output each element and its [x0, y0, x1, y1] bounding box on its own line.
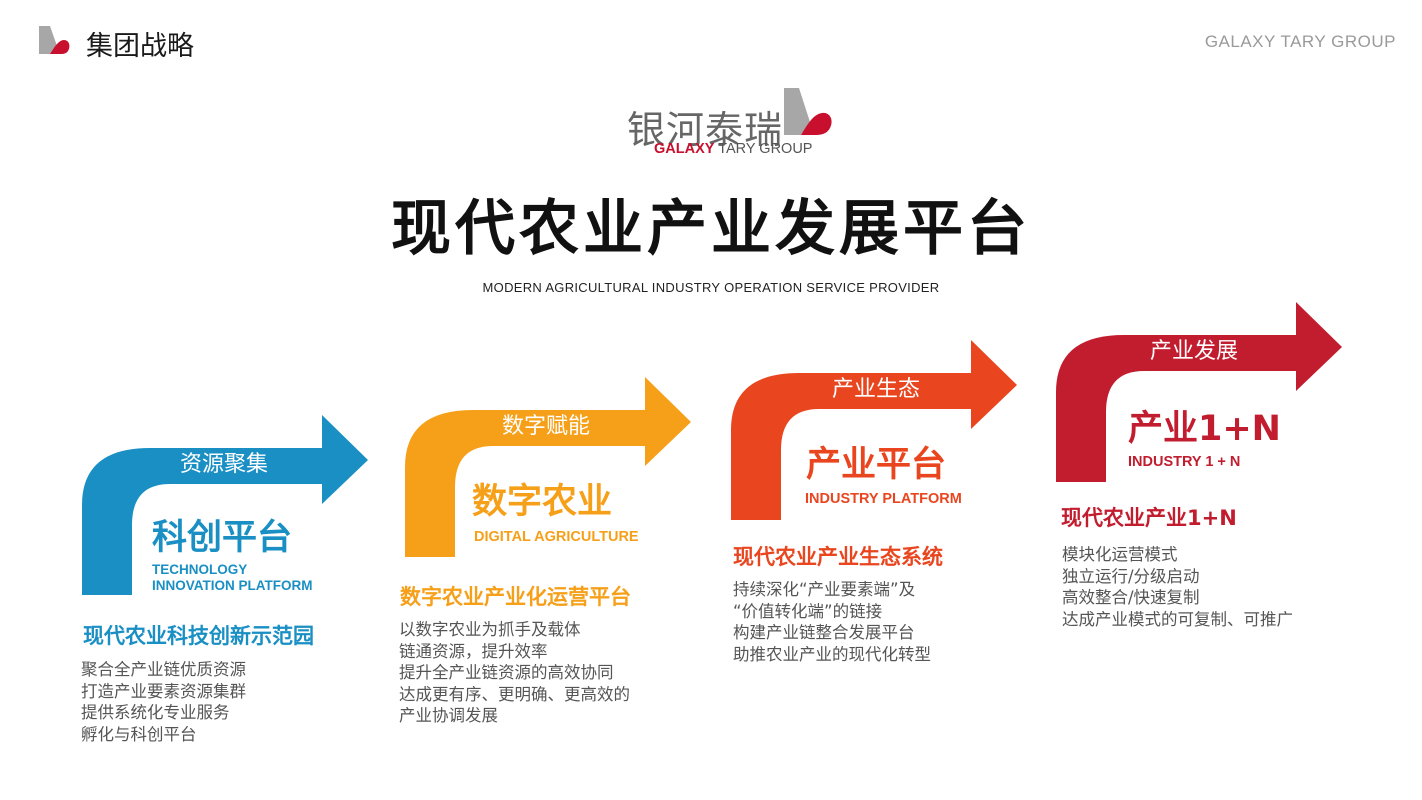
desc-tech: 聚合全产业链优质资源 打造产业要素资源集群 提供系统化专业服务 孵化与科创平台 — [81, 659, 246, 745]
platform-en-line: INDUSTRY PLATFORM — [805, 491, 962, 507]
desc-line: 独立运行/分级启动 — [1062, 566, 1200, 586]
platform-title-1n: 产业1+N — [1128, 409, 1281, 449]
desc-ecosystem: 持续深化“产业要素端”及 “价值转化端”的链接 构建产业链整合发展平台 助推农业… — [733, 579, 931, 665]
desc-line: 提升全产业链资源的高效协同 — [399, 663, 614, 682]
platform-en-line: INNOVATION PLATFORM — [152, 578, 313, 593]
desc-line: 孵化与科创平台 — [81, 724, 197, 744]
desc-line: 达成产业模式的可复制、可推广 — [1062, 609, 1293, 629]
platform-title-tech: 科创平台 — [152, 518, 293, 558]
logo-english-rest: TARY GROUP — [714, 141, 813, 157]
heading-1n: 现代农业产业1+N — [1061, 506, 1237, 530]
logo-english-highlight: GALAXY — [654, 141, 715, 157]
arrow-label-development: 产业发展 — [1150, 339, 1239, 364]
platform-en-line: TECHNOLOGY — [152, 562, 248, 577]
desc-1n: 模块化运营模式 独立运行/分级启动 高效整合/快速复制 达成产业模式的可复制、可… — [1062, 544, 1293, 630]
page-title: 现代农业产业发展平台 — [391, 194, 1031, 264]
header-title: 集团战略 — [86, 31, 194, 62]
arrow-resource-gathering — [82, 415, 368, 595]
platform-en-1n: INDUSTRY 1 + N — [1128, 454, 1240, 470]
heading-digital-platform: 数字农业产业化运营平台 — [400, 585, 631, 609]
desc-line: 链通资源，提升效率 — [399, 641, 548, 661]
arrow-industry-ecology — [731, 340, 1017, 520]
desc-line: 聚合全产业链优质资源 — [81, 660, 246, 679]
arrow-label-digital: 数字赋能 — [502, 414, 591, 439]
desc-line: 模块化运营模式 — [1062, 545, 1178, 564]
heading-ecosystem: 现代农业产业生态系统 — [733, 545, 943, 569]
platform-en-line: INDUSTRY 1 + N — [1128, 454, 1241, 470]
desc-line: 提供系统化专业服务 — [81, 703, 230, 722]
heading-tech-park: 现代农业科技创新示范园 — [83, 624, 314, 648]
arrow-label-ecology: 产业生态 — [832, 377, 921, 402]
platform-en-industry: INDUSTRY PLATFORM — [805, 491, 962, 507]
page-subtitle: MODERN AGRICULTURAL INDUSTRY OPERATION S… — [482, 280, 940, 295]
platform-en-line: DIGITAL AGRICULTURE — [474, 529, 639, 545]
header-brand: GALAXY TARY GROUP — [1204, 32, 1396, 51]
desc-line: 构建产业链整合发展平台 — [733, 623, 915, 642]
desc-digital: 以数字农业为抓手及载体 链通资源，提升效率 提升全产业链资源的高效协同 达成更有… — [399, 619, 630, 727]
platform-en-digital: DIGITAL AGRICULTURE — [474, 529, 639, 545]
desc-line: 打造产业要素资源集群 — [81, 681, 246, 701]
platform-title-industry: 产业平台 — [806, 445, 947, 485]
desc-line: 持续深化“产业要素端”及 — [733, 580, 916, 599]
arrow-label-resource: 资源聚集 — [180, 452, 269, 477]
group-logo-icon — [39, 26, 70, 54]
logo-chinese-name: 银河泰瑞 — [627, 108, 784, 152]
desc-line: “价值转化端”的链接 — [733, 601, 883, 621]
desc-line: 产业协调发展 — [399, 706, 498, 725]
arrow-industry-development — [1056, 302, 1342, 482]
desc-line: 达成更有序、更明确、更高效的 — [399, 684, 630, 704]
logo-english-name: GALAXY TARY GROUP — [654, 141, 812, 157]
desc-line: 以数字农业为抓手及载体 — [399, 620, 581, 639]
brand-mark-icon — [784, 88, 832, 135]
desc-line: 助推农业产业的现代化转型 — [733, 644, 931, 664]
arrow-digital-empower — [405, 377, 691, 557]
platform-title-digital: 数字农业 — [472, 482, 613, 522]
desc-line: 高效整合/快速复制 — [1062, 588, 1200, 607]
platform-en-tech: TECHNOLOGY INNOVATION PLATFORM — [152, 562, 312, 594]
